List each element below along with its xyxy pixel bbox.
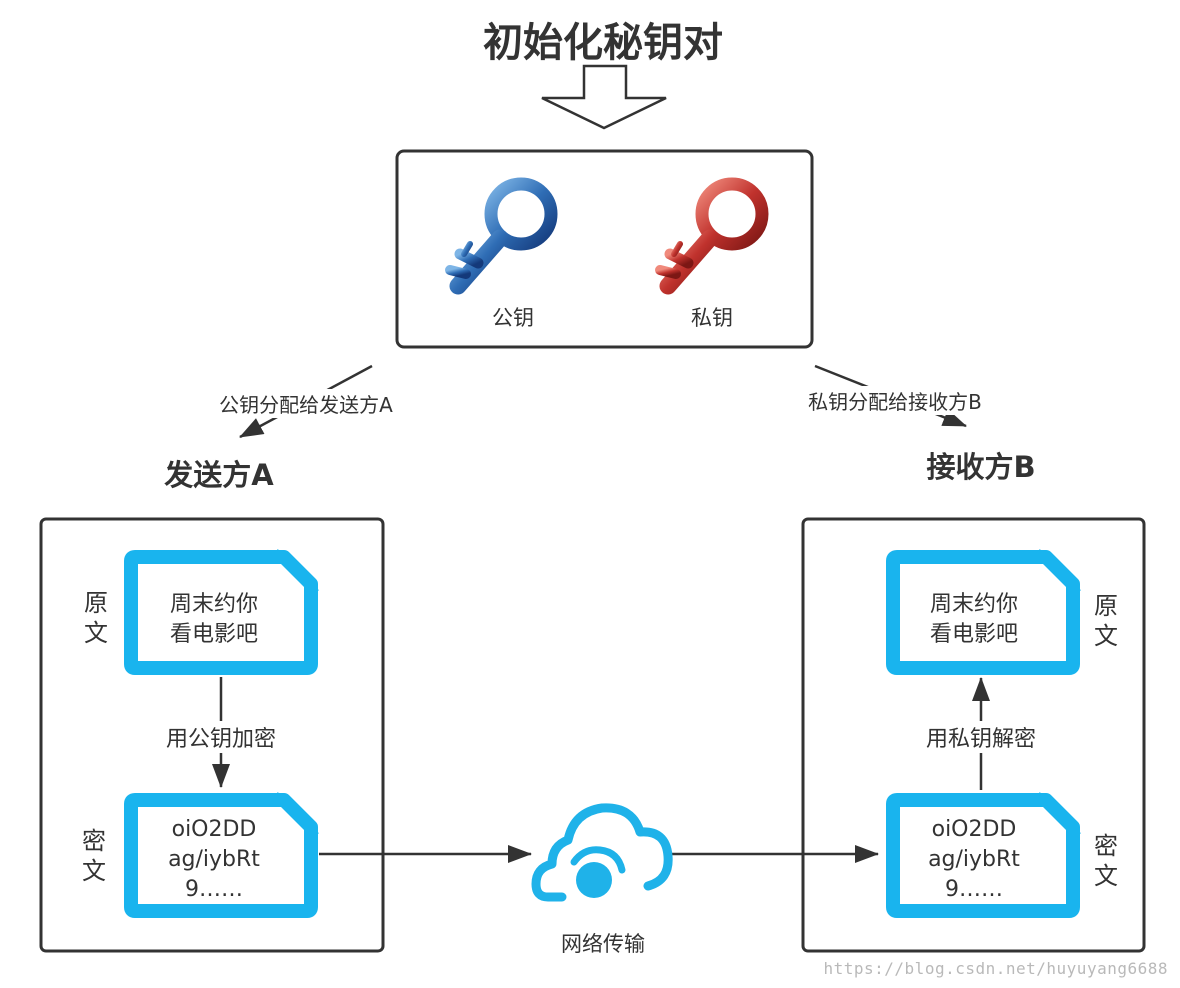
- cloud-network-icon: [531, 803, 673, 902]
- public-key-icon: [445, 177, 558, 295]
- encrypt-step-label: 用公钥加密: [163, 721, 279, 753]
- sender-title: 发送方A: [164, 458, 274, 492]
- sender-plain-text: 周末约你 看电影吧: [169, 592, 259, 647]
- sender-plain-side-label: 原 文: [84, 589, 108, 647]
- init-down-arrow: [541, 64, 667, 130]
- public-key-label: 公钥: [492, 306, 534, 330]
- network-label: 网络传输: [561, 932, 645, 956]
- private-key-label: 私钥: [691, 306, 733, 330]
- receiver-cipher-side-label: 密 文: [1094, 832, 1118, 890]
- sender-cipher-side-label: 密 文: [82, 827, 106, 885]
- receiver-cipher-doc-icon: [886, 793, 1080, 918]
- private-key-icon: [655, 177, 769, 295]
- receiver-cipher-text: oiO2DD ag/iybRt 9……: [928, 817, 1020, 902]
- sender-cipher-doc-icon: [124, 793, 318, 918]
- diagram-title: 初始化秘钥对: [483, 20, 723, 66]
- receiver-title: 接收方B: [926, 450, 1036, 484]
- watermark-text: https://blog.csdn.net/huyuyang6688: [823, 959, 1168, 978]
- decrypt-step-label: 用私钥解密: [923, 721, 1039, 753]
- distribute-right-label: 私钥分配给接收方B: [806, 386, 984, 415]
- distribute-left-label: 公钥分配给发送方A: [217, 389, 395, 418]
- receiver-plain-doc-icon: [886, 550, 1080, 675]
- sender-cipher-text: oiO2DD ag/iybRt 9……: [168, 817, 260, 902]
- receiver-plain-text: 周末约你 看电影吧: [929, 592, 1019, 647]
- sender-plain-doc-icon: [124, 550, 318, 675]
- receiver-plain-side-label: 原 文: [1094, 592, 1118, 650]
